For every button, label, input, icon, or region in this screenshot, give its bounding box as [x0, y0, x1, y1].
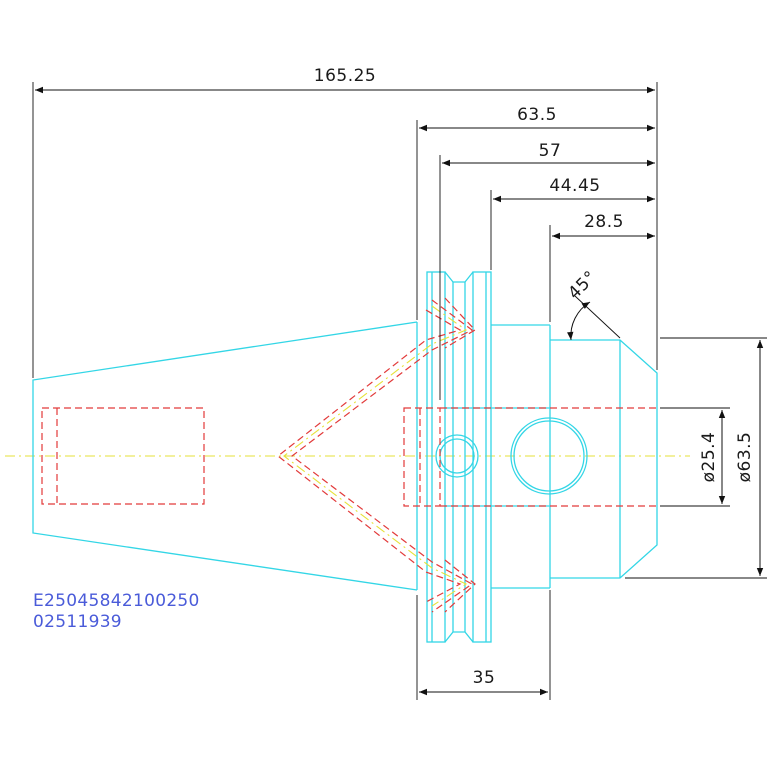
flange-length-label: 63.5: [517, 105, 557, 125]
thread-lines: [277, 305, 468, 607]
hidden-lines: [41, 297, 657, 613]
nose-length-label: 28.5: [584, 212, 624, 232]
part-number: 02511939: [33, 612, 122, 632]
extension-lines: [32, 82, 767, 700]
taper-shank: [32, 321, 418, 591]
part-code: E25045842100250: [33, 591, 200, 611]
overall-length-label: 165.25: [314, 66, 376, 86]
collar-to-front-label: 44.45: [549, 176, 600, 196]
cross-holes: [435, 417, 588, 495]
nose-diameter-label: ø63.5: [735, 432, 755, 483]
nose: [550, 339, 658, 579]
dimension-lines: [35, 86, 764, 696]
bore-diameter-label: ø25.4: [699, 432, 719, 483]
chamfer-angle-label: 45°: [564, 267, 601, 304]
flange-to-front-label: 57: [539, 141, 562, 161]
flange-width-label: 35: [473, 668, 496, 688]
flange: [426, 271, 492, 643]
